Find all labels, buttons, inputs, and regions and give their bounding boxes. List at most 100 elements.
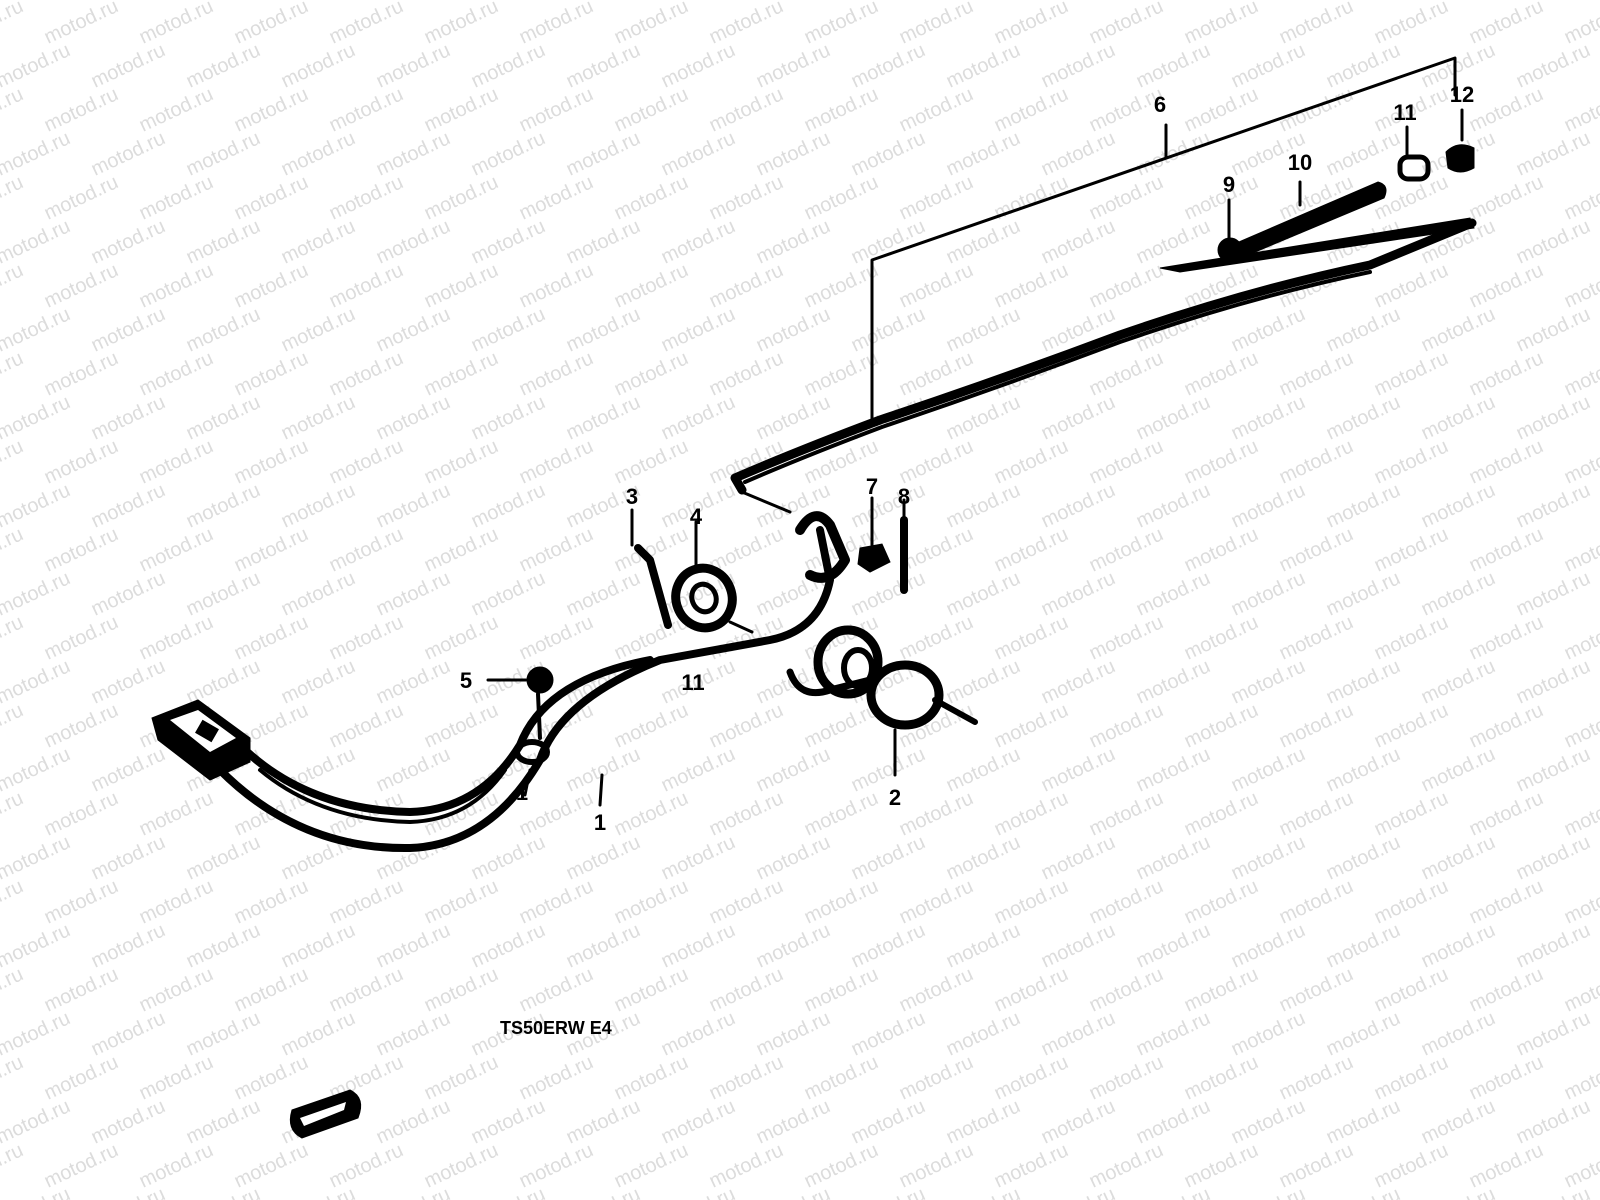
watermark-text: motod.ru: [1228, 567, 1309, 620]
watermark-text: motod.ru: [611, 259, 692, 312]
callout-5: 5: [460, 668, 472, 693]
watermark-text: motod.ru: [1276, 611, 1357, 664]
watermark-text: motod.ru: [421, 523, 502, 576]
watermark-text: motod.ru: [991, 963, 1072, 1016]
watermark-text: motod.ru: [1513, 1183, 1594, 1200]
pivot-boss: [813, 625, 883, 699]
watermark-text: motod.ru: [1418, 1183, 1499, 1200]
watermark-text: motod.ru: [848, 919, 929, 972]
watermark-text: motod.ru: [0, 1095, 74, 1148]
watermark-text: motod.ru: [753, 215, 834, 268]
watermark-text: motod.ru: [183, 39, 264, 92]
watermark-text: motod.ru: [658, 919, 739, 972]
watermark-text: motod.ru: [1038, 479, 1119, 532]
watermark-text: motod.ru: [278, 919, 359, 972]
watermark-text: motod.ru: [753, 303, 834, 356]
watermark-text: motod.ru: [278, 39, 359, 92]
watermark-text: motod.ru: [278, 391, 359, 444]
pedal-spring: [630, 508, 672, 629]
watermark-text: motod.ru: [41, 875, 122, 928]
watermark-text: motod.ru: [278, 479, 359, 532]
watermark-text: motod.ru: [1038, 831, 1119, 884]
watermark-text: motod.ru: [516, 875, 597, 928]
watermark-text: motod.ru: [136, 1051, 217, 1104]
watermark-text: motod.ru: [1371, 259, 1452, 312]
watermark-text: motod.ru: [373, 743, 454, 796]
watermark-text: motod.ru: [516, 963, 597, 1016]
watermark-text: motod.ru: [1418, 743, 1499, 796]
watermark-text: motod.ru: [326, 259, 407, 312]
brake-pedal: [151, 511, 883, 853]
watermark-text: motod.ru: [1371, 611, 1452, 664]
watermark-text: motod.ru: [611, 83, 692, 136]
watermark-text: motod.ru: [373, 1007, 454, 1060]
watermark-text: motod.ru: [801, 0, 882, 49]
watermark-text: motod.ru: [1086, 347, 1167, 400]
watermark-text: motod.ru: [753, 39, 834, 92]
watermark-text: motod.ru: [1086, 435, 1167, 488]
watermark-text: motod.ru: [516, 1139, 597, 1192]
watermark-text: motod.ru: [88, 1183, 169, 1200]
watermark-text: motod.ru: [1371, 963, 1452, 1016]
watermark-text: motod.ru: [0, 655, 74, 708]
watermark-text: motod.ru: [88, 39, 169, 92]
watermark-text: motod.ru: [1466, 1051, 1547, 1104]
watermark-text: motod.ru: [1181, 0, 1262, 49]
watermark-text: motod.ru: [1133, 127, 1214, 180]
watermark-text: motod.ru: [1181, 787, 1262, 840]
watermark-text: motod.ru: [658, 743, 739, 796]
watermark-text: motod.ru: [516, 523, 597, 576]
watermark-text: motod.ru: [1466, 1139, 1547, 1192]
watermark-text: motod.ru: [1276, 699, 1357, 752]
watermark-text: motod.ru: [943, 39, 1024, 92]
watermark-text: motod.ru: [516, 0, 597, 49]
watermark-text: motod.ru: [278, 1183, 359, 1200]
watermark-text: motod.ru: [563, 1095, 644, 1148]
watermark-text: motod.ru: [1086, 1139, 1167, 1192]
watermark-text: motod.ru: [421, 1139, 502, 1192]
watermark-text: motod.ru: [1133, 39, 1214, 92]
watermark-text: motod.ru: [1276, 83, 1357, 136]
watermark-text: motod.ru: [468, 303, 549, 356]
watermark-text: motod.ru: [753, 1183, 834, 1200]
watermark-text: motod.ru: [991, 1051, 1072, 1104]
watermark-text: motod.ru: [1133, 831, 1214, 884]
watermark-text: motod.ru: [136, 435, 217, 488]
watermark-text: motod.ru: [801, 875, 882, 928]
watermark-text: motod.ru: [1228, 919, 1309, 972]
watermark-text: motod.ru: [1086, 0, 1167, 49]
watermark-text: motod.ru: [88, 1095, 169, 1148]
watermark-text: motod.ru: [1038, 215, 1119, 268]
watermark-text: motod.ru: [896, 1051, 977, 1104]
watermark-text: motod.ru: [1181, 523, 1262, 576]
watermark-text: motod.ru: [0, 831, 74, 884]
watermark-text: motod.ru: [1276, 875, 1357, 928]
watermark-text: motod.ru: [468, 1183, 549, 1200]
watermark-text: motod.ru: [1181, 347, 1262, 400]
watermark-text: motod.ru: [1371, 435, 1452, 488]
watermark-text: motod.ru: [611, 787, 692, 840]
watermark-text: motod.ru: [1181, 435, 1262, 488]
watermark-text: motod.ru: [326, 0, 407, 49]
watermark-text: motod.ru: [231, 611, 312, 664]
watermark-text: motod.ru: [801, 259, 882, 312]
watermark-text: motod.ru: [1038, 743, 1119, 796]
watermark-text: motod.ru: [1181, 171, 1262, 224]
watermark-text: motod.ru: [136, 171, 217, 224]
callout-2: 2: [889, 785, 901, 810]
watermark-text: motod.ru: [1513, 919, 1594, 972]
watermark-text: motod.ru: [706, 787, 787, 840]
watermark-text: motod.ru: [1513, 831, 1594, 884]
watermark-text: motod.ru: [231, 259, 312, 312]
watermark-text: motod.ru: [41, 435, 122, 488]
watermark-text: motod.ru: [88, 479, 169, 532]
watermark-text: motod.ru: [1133, 655, 1214, 708]
watermark-text: motod.ru: [658, 1007, 739, 1060]
watermark-text: motod.ru: [1133, 743, 1214, 796]
watermark-text: motod.ru: [326, 875, 407, 928]
watermark-text: motod.ru: [848, 567, 929, 620]
watermark-text: motod.ru: [896, 171, 977, 224]
watermark-text: motod.ru: [516, 83, 597, 136]
watermark-text: motod.ru: [1181, 1051, 1262, 1104]
watermark-text: motod.ru: [753, 831, 834, 884]
